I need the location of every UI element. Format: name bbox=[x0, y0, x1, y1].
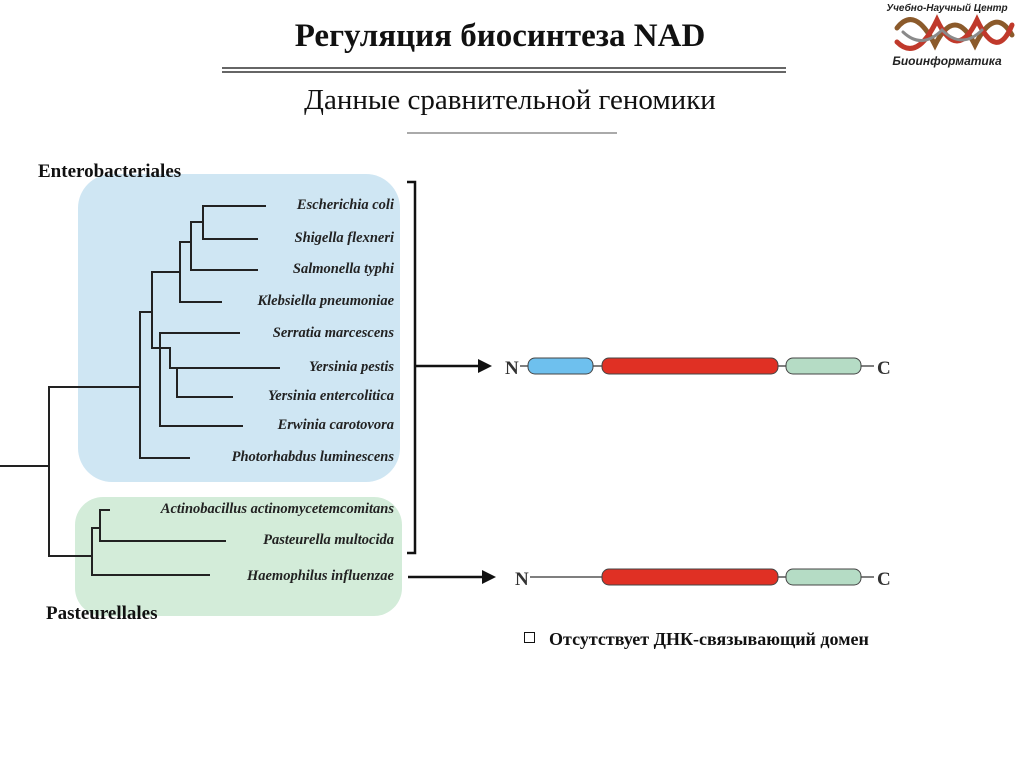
catalytic-domain bbox=[601, 357, 779, 375]
logo-helix-icon bbox=[894, 14, 1015, 51]
protein-short-c-label: C bbox=[877, 569, 891, 590]
species-label: Actinobacillus actinomycetemcomitans bbox=[160, 501, 394, 517]
species-label: Erwinia carotovora bbox=[277, 417, 394, 433]
c-terminal-domain bbox=[785, 568, 862, 586]
species-label: Yersinia entercolitica bbox=[267, 388, 394, 404]
protein-short bbox=[530, 568, 874, 586]
logo-bottom-text: Биоинформатика bbox=[892, 54, 1002, 68]
group-label-enterobacteriales: Enterobacteriales bbox=[38, 161, 182, 182]
arrow-to-short-protein bbox=[408, 570, 496, 584]
group-label-pasteurellales: Pasteurellales bbox=[46, 603, 158, 624]
c-terminal-domain bbox=[785, 357, 862, 375]
group-bracket bbox=[407, 180, 417, 555]
species-label: Photorhabdus luminescens bbox=[231, 449, 394, 465]
checkbox-bullet-icon bbox=[524, 632, 535, 643]
logo-top-text: Учебно-Научный Центр bbox=[886, 3, 1008, 14]
page-title: Регуляция биосинтеза NAD bbox=[294, 18, 706, 54]
species-label: Salmonella typhi bbox=[292, 261, 394, 277]
protein-full bbox=[520, 357, 874, 375]
page-subtitle: Данные сравнительной геномики bbox=[304, 84, 716, 116]
species-label: Yersinia pestis bbox=[309, 359, 394, 375]
note: Отсутствует ДНК-связывающий домен bbox=[524, 629, 869, 650]
protein-full-c-label: C bbox=[877, 358, 891, 379]
species-label: Serratia marcescens bbox=[272, 325, 394, 341]
species-label: Escherichia coli bbox=[296, 197, 394, 213]
arrow-to-full-protein bbox=[415, 359, 492, 373]
protein-full-n-label: N bbox=[505, 358, 519, 379]
enterobacteriales-box bbox=[78, 174, 400, 482]
note-text: Отсутствует ДНК-связывающий домен bbox=[549, 629, 869, 649]
protein-short-n-label: N bbox=[515, 569, 529, 590]
phylogenetic-tree bbox=[0, 205, 280, 576]
species-label: Pasteurella multocida bbox=[263, 532, 394, 548]
species-label: Haemophilus influenzae bbox=[246, 568, 394, 584]
title-rule bbox=[222, 67, 786, 73]
catalytic-domain bbox=[601, 568, 779, 586]
dna-binding-domain bbox=[527, 357, 594, 375]
species-label: Shigella flexneri bbox=[294, 230, 395, 246]
pasteurellales-box bbox=[75, 497, 402, 616]
species-label: Klebsiella pneumoniae bbox=[257, 293, 394, 309]
